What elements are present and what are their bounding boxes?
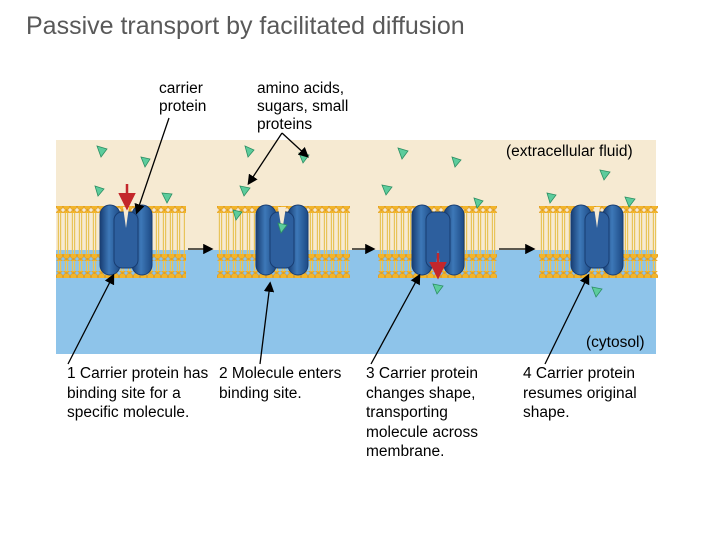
solute-molecule [624,196,636,208]
solute-molecule [599,169,611,181]
carrier-protein [99,204,153,276]
solute-molecule [277,222,288,234]
solute-molecule [140,156,151,168]
solute-molecule [451,156,462,168]
solute-molecule [473,197,484,209]
solute-molecule [244,145,255,158]
solute-molecule [239,185,251,197]
page-title: Passive transport by facilitated diffusi… [26,12,465,40]
solute-molecule [591,286,603,298]
carrier-protein-pointer [134,117,170,215]
carrier-protein [255,204,309,276]
step-3-caption: 3 Carrier protein changes shape, transpo… [366,365,478,460]
solute-molecule [161,192,173,204]
solute-molecule [546,192,557,204]
solute-molecule [96,145,108,158]
step-1-caption: 1 Carrier protein has binding site for a… [67,365,209,421]
solute-molecule [432,283,444,295]
solute-pointer [281,132,309,158]
solute-molecule [397,147,409,160]
solutes-label: amino acids, sugars, small proteins [257,80,349,133]
step-4-pointer [544,273,590,365]
solute-molecule [94,185,105,197]
carrier-protein-label: carrier protein [159,80,207,115]
step-2-pointer [259,281,275,365]
carrier-protein [570,204,624,276]
carrier-protein [411,204,465,276]
step-1-pointer [67,273,115,365]
step-3-pointer [370,273,421,365]
step-2-caption: 2 Molecule enters binding site. [219,365,342,402]
step-4-caption: 4 Carrier protein resumes original shape… [523,365,637,421]
extracellular-fluid-label: (extracellular fluid) [506,143,633,160]
solute-molecule [381,184,393,196]
cytosol-label: (cytosol) [586,334,645,351]
solute-pointer [247,132,283,186]
solute-molecule [232,209,243,221]
